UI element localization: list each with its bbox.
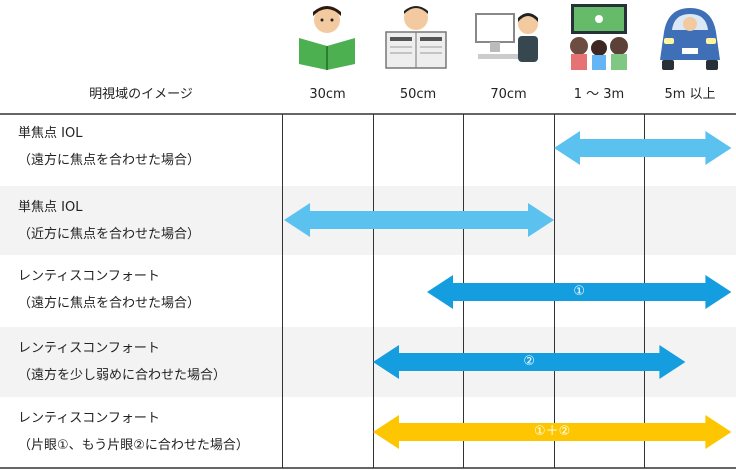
arrow-label: ① (573, 284, 586, 299)
row-subtitle: （遠方に焦点を合わせた場合） (18, 296, 201, 311)
column-header-label: 明視域のイメージ (89, 87, 193, 102)
row-label: レンティスコンフォート （片眼①、もう片眼②に合わせた場合） (18, 405, 249, 459)
row-subtitle: （遠方に焦点を合わせた場合） (18, 153, 201, 168)
range-arrow (427, 275, 732, 309)
arrow-label: ② (523, 354, 536, 369)
row-title: レンティスコンフォート (18, 411, 160, 426)
row-label: レンティスコンフォート （遠方を少し弱めに合わせた場合） (18, 335, 226, 389)
range-arrow (373, 415, 732, 449)
header-row: 明視域のイメージ 30cm 50cm 70cm 1 〜 3m 5m 以上 (0, 80, 736, 110)
distance-label-5m: 5m 以上 (664, 87, 716, 102)
row-title: レンティスコンフォート (18, 341, 160, 356)
distance-label-70cm: 70cm (490, 87, 527, 102)
row-subtitle: （近方に焦点を合わせた場合） (18, 227, 201, 242)
row-label: レンティスコンフォート （遠方に焦点を合わせた場合） (18, 263, 200, 317)
distance-icons (0, 0, 736, 80)
row-label: 単焦点 IOL （遠方に焦点を合わせた場合） (18, 120, 200, 174)
driver-in-car-icon (660, 8, 720, 70)
distance-label-1-3m: 1 〜 3m (573, 87, 625, 102)
distance-label-50cm: 50cm (399, 87, 437, 102)
row-subtitle: （片眼①、もう片眼②に合わせた場合） (18, 438, 249, 453)
range-arrow (284, 203, 554, 237)
row-title: レンティスコンフォート (18, 269, 160, 284)
range-arrow (373, 345, 686, 379)
row-title: 単焦点 IOL (18, 126, 83, 141)
child-reading-book-icon (299, 6, 355, 70)
row-label: 単焦点 IOL （近方に焦点を合わせた場合） (18, 194, 200, 248)
family-watching-tv-icon (570, 4, 628, 70)
arrow-label: ①＋② (534, 424, 571, 439)
man-reading-newspaper-icon (385, 6, 447, 69)
row-title: 単焦点 IOL (18, 200, 83, 215)
distance-label-30cm: 30cm (309, 87, 346, 102)
row-subtitle: （遠方を少し弱めに合わせた場合） (18, 368, 227, 383)
range-arrow (554, 131, 732, 165)
person-at-computer-icon (475, 13, 538, 62)
